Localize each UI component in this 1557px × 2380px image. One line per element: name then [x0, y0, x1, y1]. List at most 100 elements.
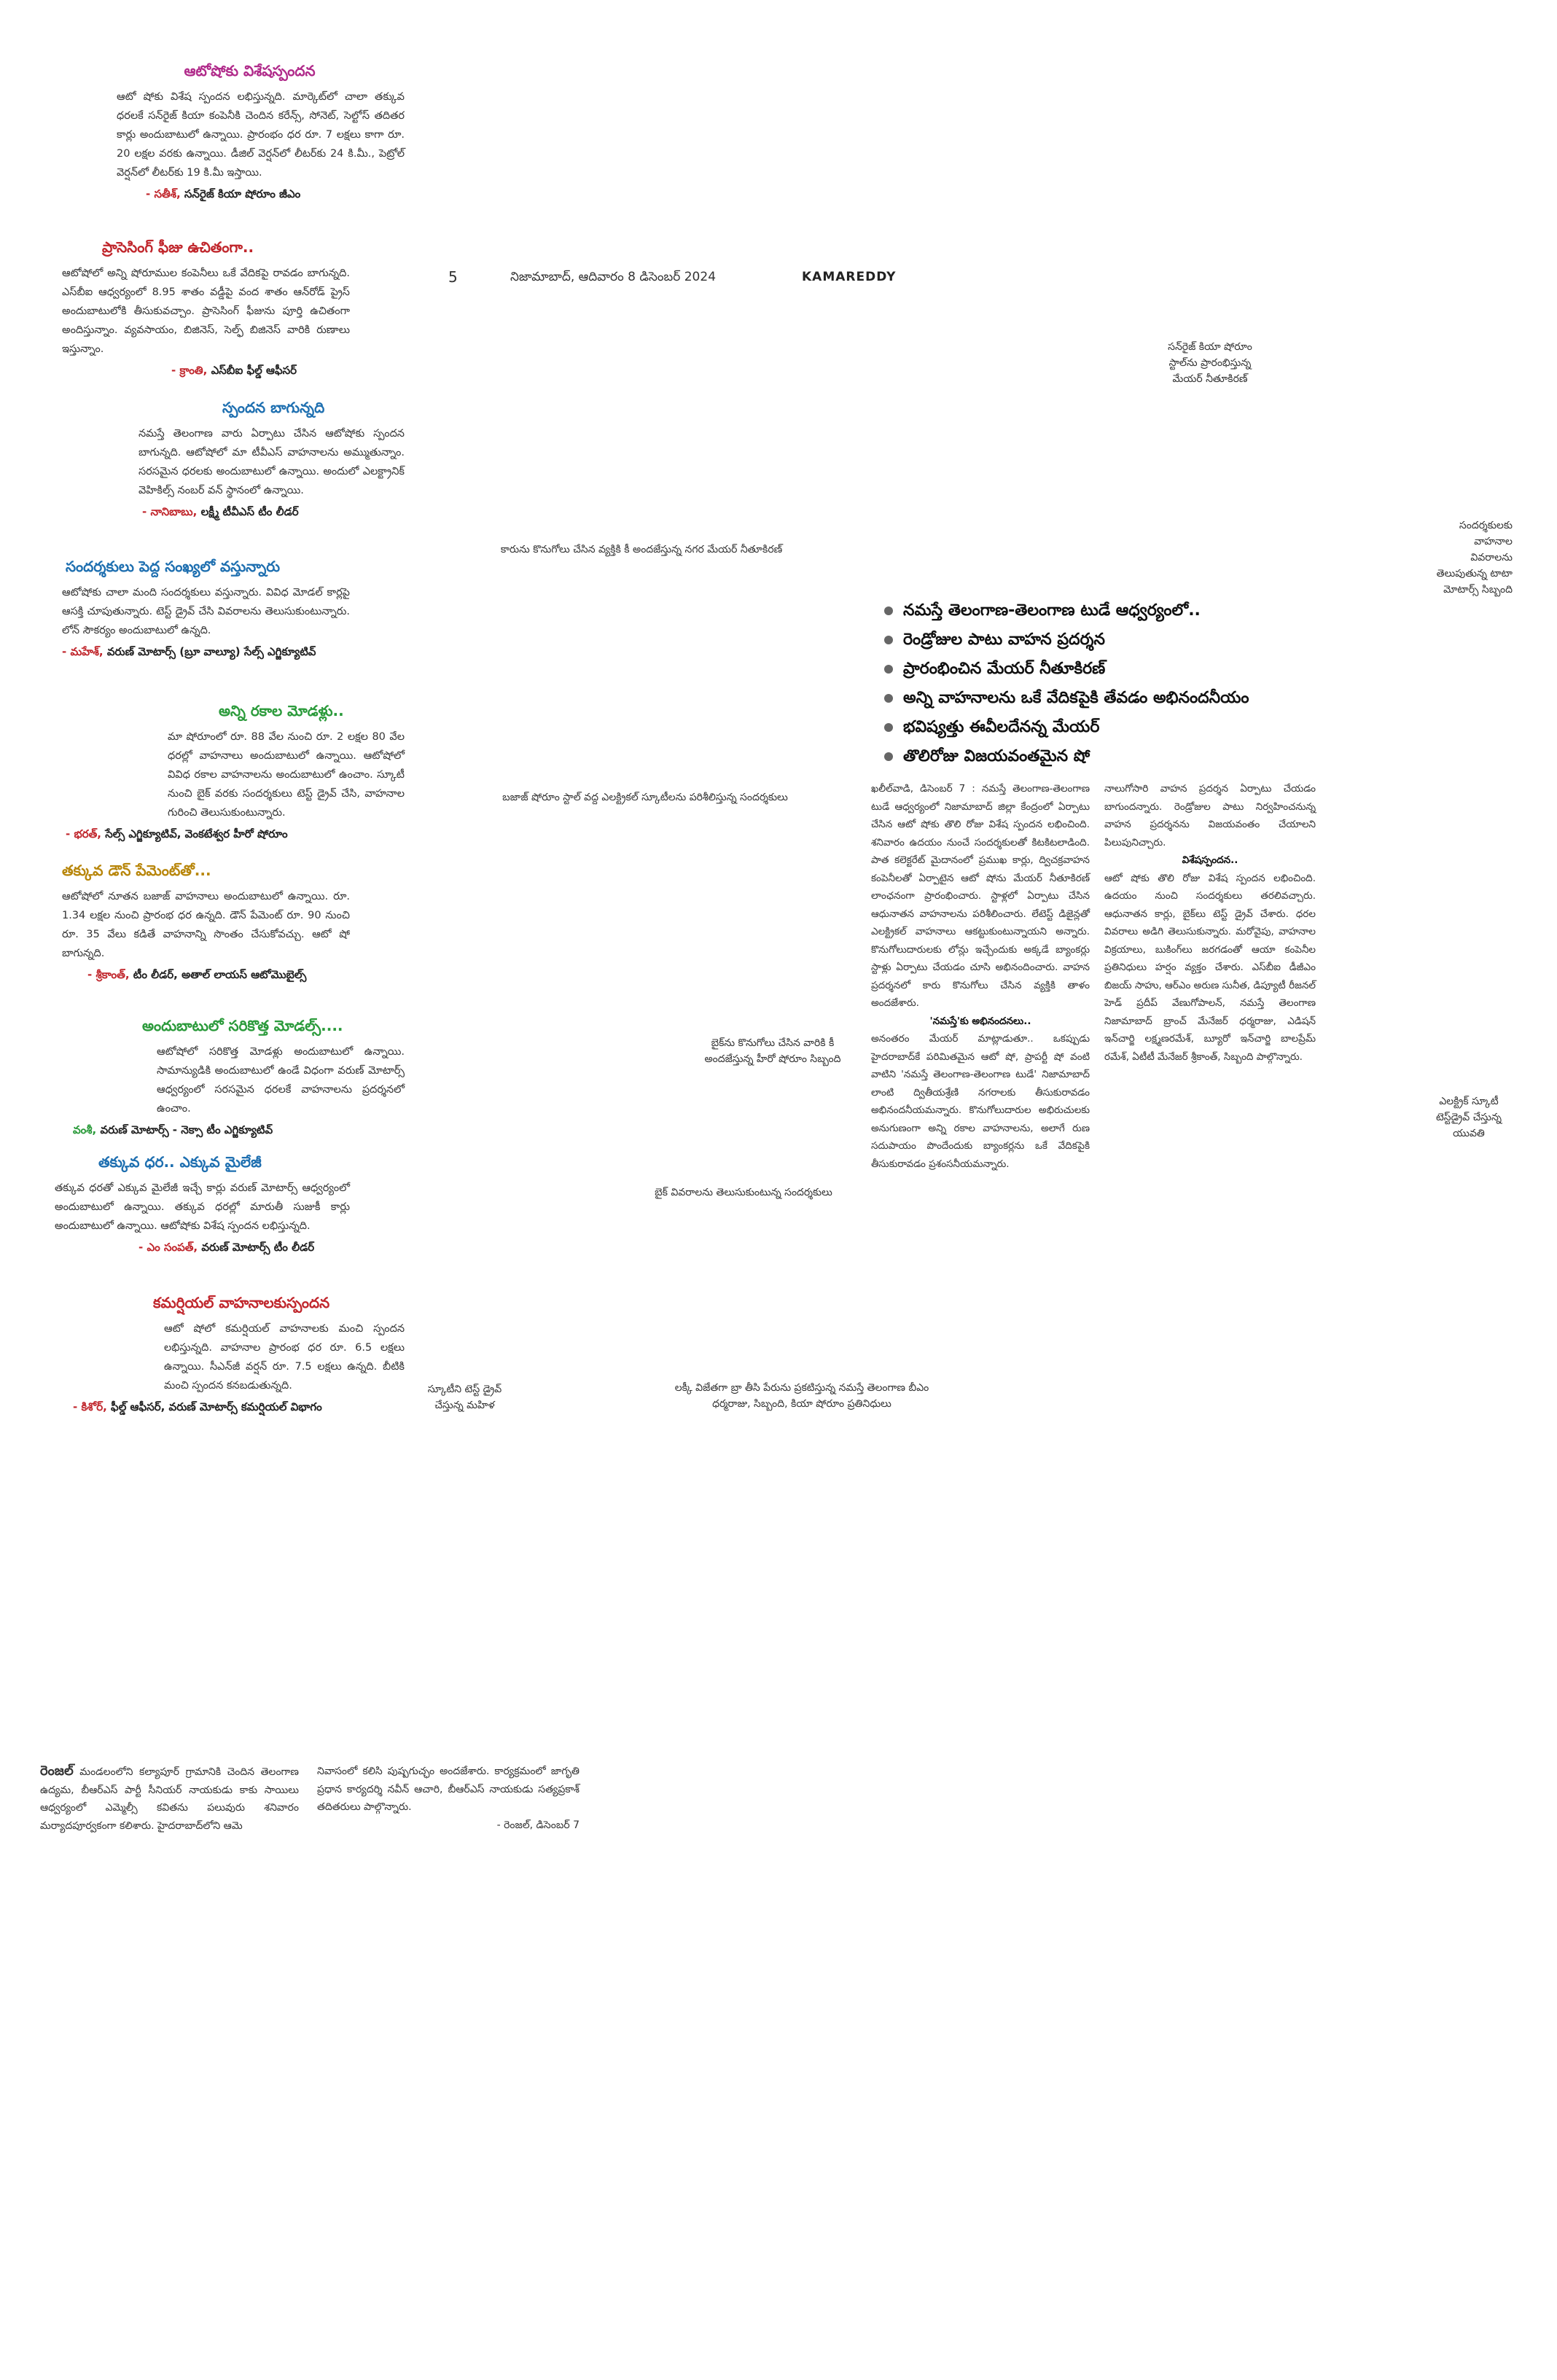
quote-block: అందుబాటులో సరికొత్త మోడల్స్.... ఆటోషోలో …: [29, 1017, 405, 1139]
signature-name: - శ్రీకాంత్,: [87, 968, 130, 981]
quote-body: మా షోరూంలో రూ. 88 వేల నుంచి రూ. 2 లక్షల …: [168, 731, 405, 819]
quote-signature: - నానిబాబు, లక్ష్మీ టీవీఎస్ టీం లీడర్: [29, 503, 405, 520]
quote-heading: స్పందన బాగున్నది: [222, 399, 325, 416]
bottom-story-body: మండలంలోని కల్యాపూర్ గ్రామానికి చెందిన తె…: [40, 1766, 299, 1832]
highlight-text: భవిష్యత్తు ఈవీలదేనన్న మేయర్: [903, 718, 1100, 736]
signature-name: - మహేశ్,: [62, 645, 104, 658]
quote-heading: తక్కువ డౌన్ పేమెంట్‌తో...: [62, 862, 211, 879]
signature-name: వంశీ,: [73, 1123, 97, 1136]
quote-signature: - శ్రీకాంత్, టీం లీడర్, అతాల్ లాయస్ ఆటోమ…: [29, 966, 405, 983]
signature-role: వరుణ్ మోటార్స్ (బ్రూ వాల్యూ) సేల్స్ ఎగ్జ…: [106, 645, 316, 658]
caption-scooty-test: స్కూటీని టెస్ట్ డ్రైవ్ చేస్తున్న మహిళ: [427, 1384, 502, 1411]
quote-body: ఆటో షోలో కమర్షియల్ వాహనాలకు మంచి స్పందన …: [164, 1323, 405, 1392]
quote-signature: - మహేశ్, వరుణ్ మోటార్స్ (బ్రూ వాల్యూ) సే…: [29, 643, 405, 660]
highlight-item: తొలిరోజు విజయవంతమైన షో: [884, 742, 1314, 771]
quote-signature: - సతీశ్, సన్‌రైజ్ కియా షోరూం జీఎం: [29, 185, 405, 203]
highlight-text: అన్ని వాహనాలను ఒకే వేదికపైకి తేవడం అభినం…: [903, 689, 1249, 707]
caption-electric-scooty: ఎలక్ట్రిక్ స్కూటీ టెస్ట్‌డ్రైవ్ చేస్తున్…: [1435, 1096, 1502, 1139]
highlight-text: రెండ్రోజుల పాటు వాహన ప్రదర్శన: [903, 631, 1105, 649]
quote-body: ఆటో షోకు విశేష స్పందన లభిస్తున్నది. మార్…: [117, 91, 405, 179]
bottom-story-text: నివాసంలో కలిసి పుష్పగుచ్ఛం అందజేశారు. కా…: [317, 1766, 580, 1813]
article-text: ఖలీల్‌వాడి, డిసెంబర్ 7 : నమస్తే తెలంగాణ-…: [871, 783, 1090, 1009]
caption-bajaj-stall: బజాజ్ షోరూం స్టాల్ వద్ద ఎలక్ట్రికల్ స్కూ…: [502, 792, 788, 803]
quote-signature: - క్రాంతి, ఎస్‌బీఐ ఫీల్డ్ ఆఫీసర్: [29, 362, 405, 379]
signature-role: వరుణ్ మోటార్స్ - నెక్సా టీం ఎగ్జిక్యూటివ…: [100, 1123, 273, 1136]
signature-name: - కిశోర్,: [73, 1400, 107, 1413]
quote-heading: తక్కువ ధర.. ఎక్కువ మైలేజీ: [98, 1153, 262, 1171]
bottom-story-column-1: రెంజల్ మండలంలోని కల్యాపూర్ గ్రామానికి చె…: [40, 1763, 299, 1835]
quote-block: ప్రాసెసింగ్ ఫీజు ఉచితంగా.. ఆటోషోలో అన్ని…: [29, 238, 405, 379]
highlight-item: భవిష్యత్తు ఈవీలదేనన్న మేయర్: [884, 713, 1314, 742]
bullet-icon: [884, 636, 893, 644]
bottom-story-dateline: - రెంజల్, డిసెంబర్ 7: [496, 1819, 580, 1831]
article-subhead: విశేషస్పందన..: [1182, 854, 1238, 866]
signature-role: సన్‌రైజ్ కియా షోరూం జీఎం: [184, 187, 301, 200]
page-number: 5: [448, 268, 458, 286]
caption-visitors-tata: సందర్శకులకు వాహనాల వివరాలను తెలుపుతున్న …: [1436, 520, 1513, 596]
signature-role: ఎస్‌బీఐ ఫీల్డ్ ఆఫీసర్: [211, 364, 297, 377]
signature-role: సేల్స్ ఎగ్జిక్యూటివ్, వెంకటేశ్వర హీరో షో…: [105, 827, 288, 840]
caption-lucky-winner: లక్కీ విజేతగా బ్రా తీసి పేరును ప్రకటిస్త…: [674, 1382, 929, 1410]
quote-body: ఆటోషోలో అన్ని షోరూముల కంపెనీలు ఒకే వేదిక…: [62, 268, 350, 355]
quote-body: తక్కువ ధరతో ఎక్కువ మైలేజీ ఇచ్చే కార్లు వ…: [55, 1182, 350, 1232]
caption-sunrise-kia: సన్‌రైజ్ కియా షోరూం స్టాల్‌ను ప్రారంభిస్…: [1168, 341, 1252, 385]
section-title: KAMAREDDY: [802, 270, 897, 284]
quote-block: తక్కువ డౌన్ పేమెంట్‌తో... ఆటోషోలో నూతన బ…: [29, 862, 405, 983]
highlight-item: ప్రారంభించిన మేయర్ నీతూకిరణ్: [884, 655, 1314, 684]
highlight-item: నమస్తే తెలంగాణ-తెలంగాణ టుడే ఆధ్వర్యంలో..: [884, 596, 1314, 625]
quote-block: అన్ని రకాల మోడళ్లు.. మా షోరూంలో రూ. 88 వ…: [29, 702, 405, 843]
highlight-text: ప్రారంభించిన మేయర్ నీతూకిరణ్: [903, 660, 1106, 678]
signature-name: - నానిబాబు,: [142, 505, 198, 518]
article-text: అనంతరం మేయర్ మాట్లాడుతూ.. ఒకప్పుడు హైదరా…: [871, 1033, 1090, 1170]
quote-signature: - ఎం సంపత్, వరుణ్ మోటార్స్ టీం లీడర్: [29, 1238, 405, 1256]
article-column-1: ఖలీల్‌వాడి, డిసెంబర్ 7 : నమస్తే తెలంగాణ-…: [871, 780, 1090, 1173]
signature-name: - ఎం సంపత్,: [138, 1241, 198, 1254]
quote-body: ఆటోషోలో నూతన బజాజ్ వాహనాలు అందుబాటులో ఉన…: [62, 891, 350, 959]
quote-heading: ప్రాసెసింగ్ ఫీజు ఉచితంగా..: [102, 238, 254, 256]
quote-body: నమస్తే తెలంగాణ వారు ఏర్పాటు చేసిన ఆటోషోక…: [138, 428, 405, 496]
highlight-item: రెండ్రోజుల పాటు వాహన ప్రదర్శన: [884, 625, 1314, 655]
bullet-icon: [884, 665, 893, 674]
bullet-icon: [884, 694, 893, 703]
quote-signature: - భరత్, సేల్స్ ఎగ్జిక్యూటివ్, వెంకటేశ్వర…: [29, 825, 405, 843]
quote-block: సందర్శకులు పెద్ద సంఖ్యలో వస్తున్నారు ఆటో…: [29, 558, 405, 660]
signature-role: వరుణ్ మోటార్స్ టీం లీడర్: [201, 1241, 315, 1254]
signature-name: - భరత్,: [66, 827, 101, 840]
dateline: నిజామాబాద్, ఆదివారం 8 డిసెంబర్ 2024: [510, 270, 717, 284]
signature-role: టీం లీడర్, అతాల్ లాయస్ ఆటోమొబైల్స్: [133, 968, 307, 981]
bullet-icon: [884, 752, 893, 761]
bottom-story-text: రెంజల్ మండలంలోని కల్యాపూర్ గ్రామానికి చె…: [40, 1763, 299, 1835]
quote-body: ఆటోషోలో సరికొత్త మోడళ్లు అందుబాటులో ఉన్న…: [157, 1046, 405, 1115]
quote-block: తక్కువ ధర.. ఎక్కువ మైలేజీ తక్కువ ధరతో ఎక…: [29, 1153, 405, 1256]
highlight-text: నమస్తే తెలంగాణ-తెలంగాణ టుడే ఆధ్వర్యంలో..: [903, 601, 1201, 620]
highlight-text: తొలిరోజు విజయవంతమైన షో: [903, 747, 1090, 765]
highlights-list: నమస్తే తెలంగాణ-తెలంగాణ టుడే ఆధ్వర్యంలో..…: [884, 596, 1314, 771]
quote-block: స్పందన బాగున్నది నమస్తే తెలంగాణ వారు ఏర్…: [29, 399, 405, 520]
caption-hero-key: బైక్‌ను కొనుగోలు చేసిన వారికి కీ అందజేస్…: [704, 1037, 841, 1065]
caption-bike-details: బైక్ వివరాలను తెలుసుకుంటున్న సందర్శకులు: [655, 1187, 832, 1198]
quote-block: ఆటోషోకు విశేషస్పందన ఆటో షోకు విశేష స్పంద…: [29, 62, 405, 203]
quote-block: కమర్షియల్ వాహనాలకుస్పందన ఆటో షోలో కమర్షి…: [29, 1294, 405, 1416]
bullet-icon: [884, 606, 893, 615]
signature-role: ఫీల్డ్ ఆఫీసర్, వరుణ్ మోటార్స్ కమర్షియల్ …: [111, 1400, 322, 1413]
article-column-2: నాలుగోసారి వాహన ప్రదర్శన ఏర్పాటు చేయడం బ…: [1104, 780, 1316, 1066]
page-header: 5 నిజామాబాద్, ఆదివారం 8 డిసెంబర్ 2024 KA…: [448, 268, 959, 290]
article-text: నాలుగోసారి వాహన ప్రదర్శన ఏర్పాటు చేయడం బ…: [1104, 783, 1316, 848]
quote-signature: - కిశోర్, ఫీల్డ్ ఆఫీసర్, వరుణ్ మోటార్స్ …: [29, 1398, 405, 1416]
article-text: ఆటో షోకు తొలి రోజు విశేష స్పందన లభించింద…: [1104, 872, 1316, 1063]
signature-name: - సతీశ్,: [146, 187, 181, 200]
bullet-icon: [884, 723, 893, 732]
caption-mayor-key: కారును కొనుగోలు చేసిన వ్యక్తికి కీ అందజే…: [500, 544, 783, 555]
quote-heading: అన్ని రకాల మోడళ్లు..: [219, 702, 344, 719]
quote-body: ఆటోషోకు చాలా మంది సందర్శకులు వస్తున్నారు…: [62, 587, 350, 636]
quote-signature: వంశీ, వరుణ్ మోటార్స్ - నెక్సా టీం ఎగ్జిక…: [29, 1121, 405, 1139]
quote-heading: కమర్షియల్ వాహనాలకుస్పందన: [153, 1294, 330, 1311]
quote-heading: ఆటోషోకు విశేషస్పందన: [184, 62, 316, 79]
quote-heading: సందర్శకులు పెద్ద సంఖ్యలో వస్తున్నారు: [66, 558, 281, 575]
article-subhead: 'నమస్తే'కు అభినందనలు..: [929, 1015, 1031, 1027]
signature-role: లక్ష్మీ టీవీఎస్ టీం లీడర్: [200, 505, 299, 518]
highlight-item: అన్ని వాహనాలను ఒకే వేదికపైకి తేవడం అభినం…: [884, 684, 1314, 713]
quote-heading: అందుబాటులో సరికొత్త మోడల్స్....: [142, 1017, 343, 1034]
bottom-story-column-2: నివాసంలో కలిసి పుష్పగుచ్ఛం అందజేశారు. కా…: [317, 1763, 580, 1834]
signature-name: - క్రాంతి,: [171, 364, 208, 377]
